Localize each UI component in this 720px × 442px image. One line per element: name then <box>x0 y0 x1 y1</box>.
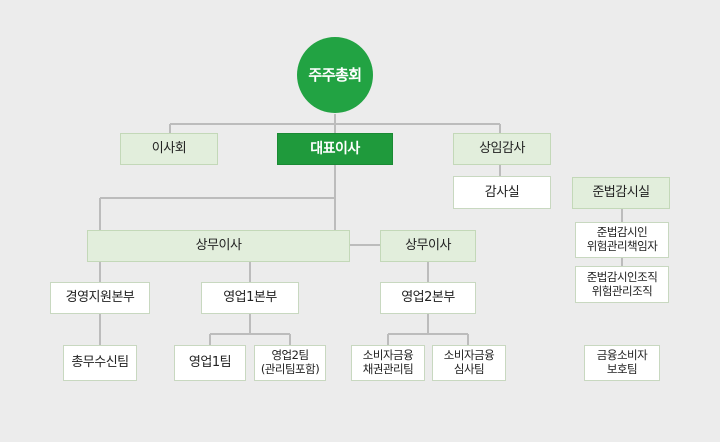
executive-director-2: 상무이사 <box>380 230 476 262</box>
sales-team-2-line1: 영업2팀 <box>271 348 309 363</box>
management-support-hq: 경영지원본부 <box>50 282 150 314</box>
sales-hq-1: 영업1본부 <box>201 282 299 314</box>
compliance-officer-line1: 준법감시인 <box>596 225 648 240</box>
compliance-org-line1: 준법감시인조직 <box>586 269 658 284</box>
consumer-bond-line2: 채권관리팀 <box>362 362 414 376</box>
compliance-office: 준법감시실 <box>572 177 670 209</box>
compliance-office-label: 준법감시실 <box>592 185 650 201</box>
consumer-review-line2: 심사팀 <box>453 362 485 376</box>
compliance-org-box: 준법감시인조직 위험관리조직 <box>575 266 669 303</box>
board-of-directors: 이사회 <box>120 133 218 165</box>
consumer-review-line1: 소비자금융 <box>443 348 495 363</box>
consumer-finance-review-team: 소비자금융 심사팀 <box>432 345 506 381</box>
consumer-finance-bond-team: 소비자금융 채권관리팀 <box>351 345 425 381</box>
exec-director-1-label: 상무이사 <box>195 238 242 254</box>
general-affairs-team: 총무수신팀 <box>63 345 137 381</box>
consumer-team-line1: 금융소비자 <box>596 348 648 363</box>
ceo-label: 대표이사 <box>310 140 360 157</box>
compliance-org-line2: 위험관리조직 <box>591 283 653 298</box>
mgmt-support-label: 경영지원본부 <box>65 290 135 306</box>
audit-office: 감사실 <box>453 176 551 209</box>
sales-hq-2-label: 영업2본부 <box>401 290 455 306</box>
executive-director-1: 상무이사 <box>87 230 350 262</box>
sales-hq-1-label: 영업1본부 <box>223 290 277 306</box>
shareholders-meeting: 주주총회 <box>297 37 373 113</box>
compliance-officer-box: 준법감시인 위험관리책임자 <box>575 222 669 258</box>
standing-auditor: 상임감사 <box>453 133 551 165</box>
compliance-officer-line2: 위험관리책임자 <box>586 239 658 253</box>
sales-team-1-label: 영업1팀 <box>188 355 232 371</box>
general-affairs-label: 총무수신팀 <box>71 355 129 371</box>
shareholders-label: 주주총회 <box>308 66 362 84</box>
sales-hq-2: 영업2본부 <box>380 282 476 314</box>
exec-director-2-label: 상무이사 <box>405 238 451 254</box>
board-label: 이사회 <box>151 141 187 157</box>
consumer-bond-line1: 소비자금융 <box>362 348 414 363</box>
consumer-team-line2: 보호팀 <box>606 362 638 376</box>
sales-team-2: 영업2팀 (관리팀포함) <box>254 345 326 381</box>
consumer-protection-team: 금융소비자 보호팀 <box>584 345 660 381</box>
sales-team-2-line2: (관리팀포함) <box>260 362 320 376</box>
ceo-box: 대표이사 <box>277 133 393 165</box>
audit-office-label: 감사실 <box>484 184 520 200</box>
auditor-label: 상임감사 <box>479 141 525 157</box>
sales-team-1: 영업1팀 <box>174 345 246 381</box>
